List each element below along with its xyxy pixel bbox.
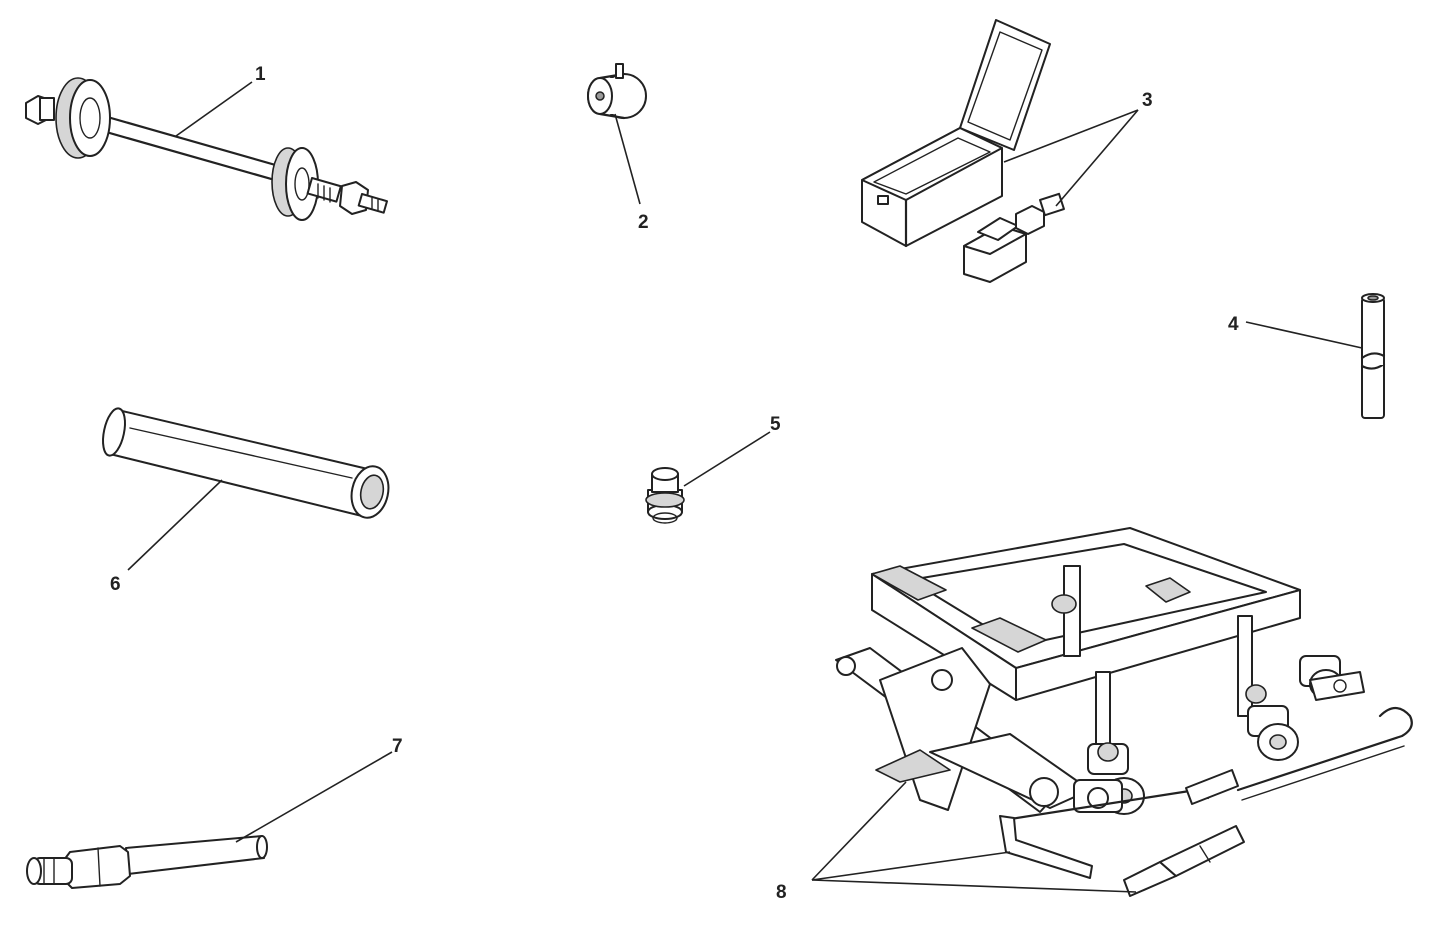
callout-1: 1: [255, 64, 266, 85]
leader-8c: [811, 879, 1137, 893]
part-2-bushing[interactable]: [587, 63, 647, 120]
leader-8a: [811, 781, 907, 881]
callout-7: 7: [392, 736, 403, 757]
leader-3b: [1055, 109, 1139, 207]
leader-3a: [1003, 109, 1139, 163]
part-5-plug[interactable]: [645, 467, 685, 524]
part-7-hose-adapter[interactable]: [26, 835, 268, 889]
part-1-puller-tool[interactable]: [25, 77, 388, 221]
leader-4: [1245, 321, 1363, 349]
part-8-lift-stand[interactable]: [835, 527, 1413, 897]
callout-3: 3: [1142, 90, 1153, 111]
callout-5: 5: [770, 414, 781, 435]
leader-7: [235, 751, 393, 843]
part-6-tube-drift[interactable]: [99, 406, 393, 521]
leader-1: [175, 81, 253, 137]
leader-8b: [811, 851, 1011, 881]
callout-4: 4: [1228, 314, 1239, 335]
callout-6: 6: [110, 574, 121, 595]
leader-2: [614, 113, 641, 205]
part-4-split-pin[interactable]: [1360, 293, 1386, 419]
part-3-toolbox-kit[interactable]: [861, 19, 1065, 283]
callout-8: 8: [776, 882, 787, 903]
leader-6: [127, 479, 223, 571]
leader-5: [683, 431, 771, 487]
callout-2: 2: [638, 212, 649, 233]
